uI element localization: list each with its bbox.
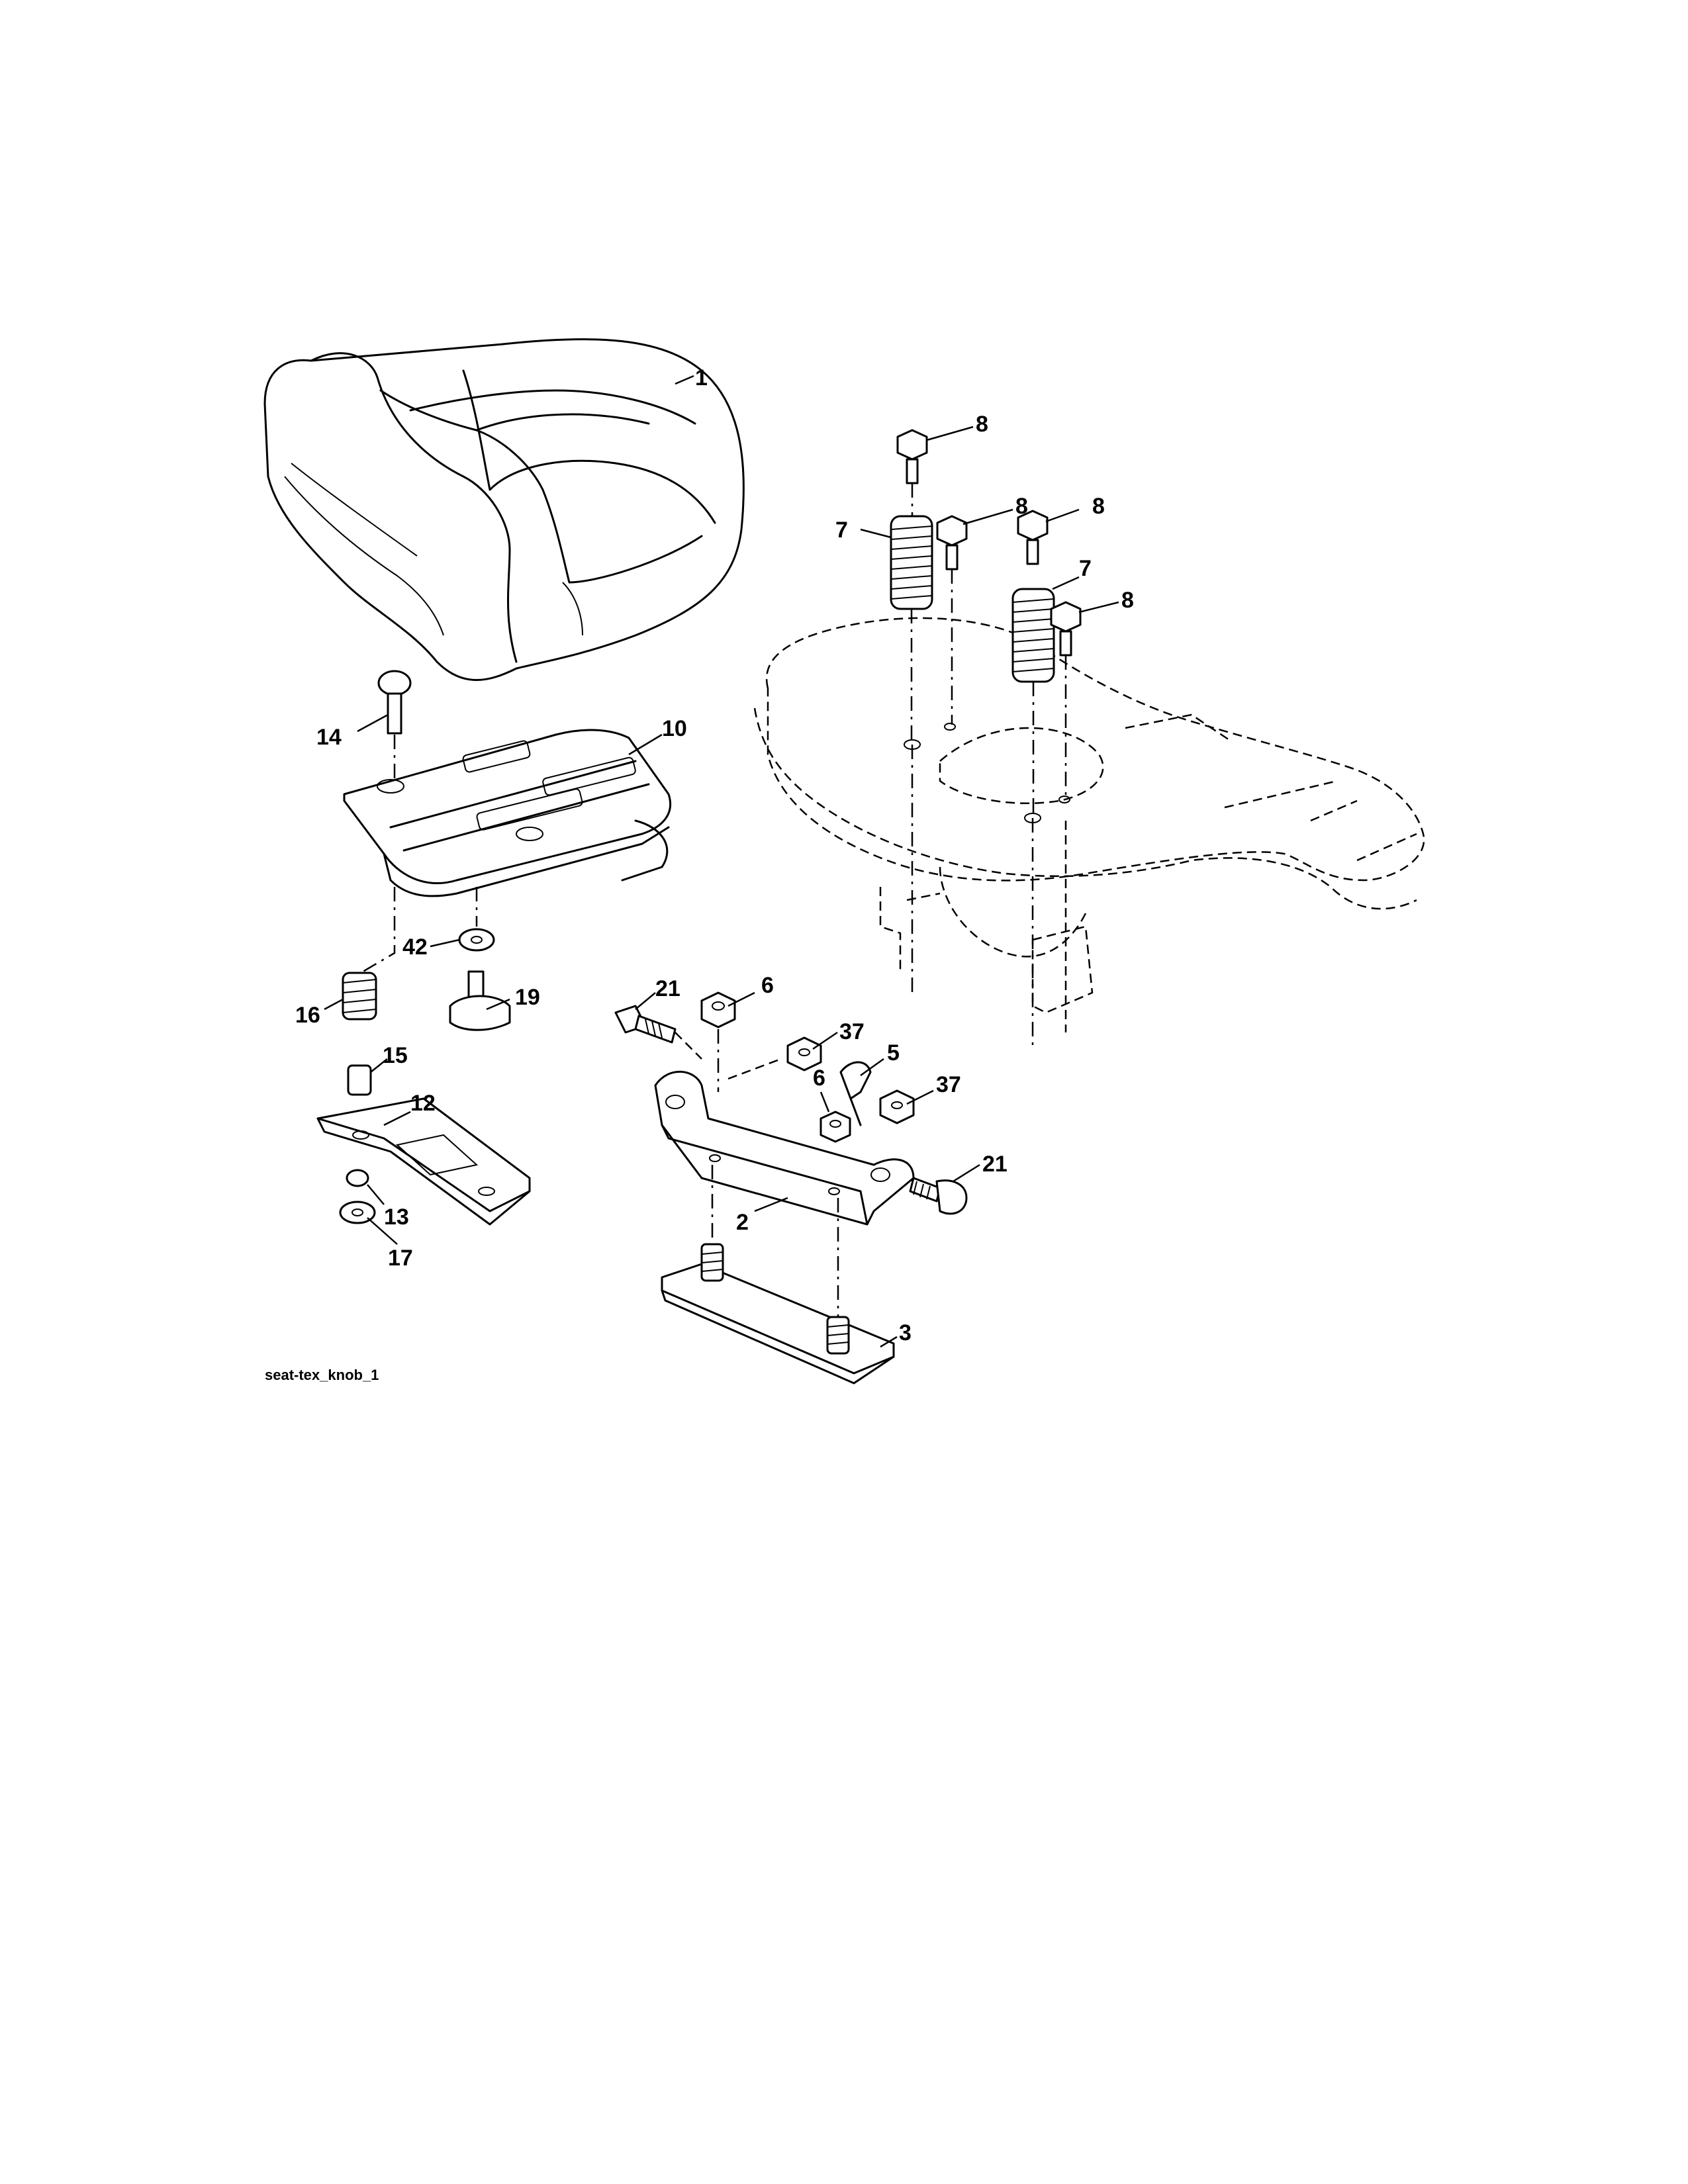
callout-16: 16 [295,1003,320,1028]
callout-13: 13 [384,1205,409,1230]
callout-37: 37 [936,1072,961,1097]
lock-nut [786,1036,822,1071]
callout-7: 7 [835,518,848,543]
hex-bolt [1017,510,1049,565]
lock-nut [879,1089,915,1124]
spacer [347,1064,372,1096]
seat-cushion [263,338,745,681]
tractor-frame-outline [753,617,1425,1046]
carriage-bolt [377,670,412,735]
callout-7: 7 [1079,556,1092,581]
callout-leaders [324,375,1119,1348]
compression-spring [342,972,377,1021]
spring-clip [839,1061,872,1126]
seat-hinge-bracket [654,1070,915,1226]
hex-bolt [936,515,968,570]
slide-plate [316,1097,531,1226]
seat-pan [343,729,672,897]
callout-12: 12 [410,1091,436,1116]
callout-19: 19 [515,985,540,1010]
callout-14: 14 [316,725,342,750]
washer [458,928,495,952]
nut [346,1169,369,1187]
callout-8: 8 [1121,588,1134,613]
callout-3: 3 [899,1320,912,1345]
callout-6: 6 [761,973,774,998]
hex-nut [700,991,736,1028]
callout-8: 8 [1015,494,1028,519]
adjustment-knob [449,970,511,1031]
callout-10: 10 [662,716,687,741]
hex-bolt [896,429,928,484]
callout-15: 15 [383,1043,408,1068]
shoulder-bolt [614,1005,677,1044]
mounting-plate [661,1243,895,1385]
seat-spring [1011,588,1055,683]
hex-bolt [1050,601,1082,657]
callout-21: 21 [655,976,680,1001]
flange-nut [339,1201,376,1224]
shoulder-bolt [909,1177,968,1215]
callout-8: 8 [976,412,988,437]
diagram-caption: seat-tex_knob_1 [265,1367,379,1383]
callout-1: 1 [695,365,708,390]
callout-8: 8 [1092,494,1105,519]
callout-5: 5 [887,1040,900,1066]
callout-2: 2 [736,1210,749,1235]
callout-labels: 1 8 8 8 8 7 7 10 14 42 19 16 15 12 13 17… [295,365,1134,1345]
callout-21: 21 [982,1152,1008,1177]
callout-17: 17 [388,1246,413,1271]
callout-37: 37 [839,1019,865,1044]
callout-42: 42 [402,934,428,960]
callout-6: 6 [813,1066,825,1091]
seat-spring [890,515,933,610]
